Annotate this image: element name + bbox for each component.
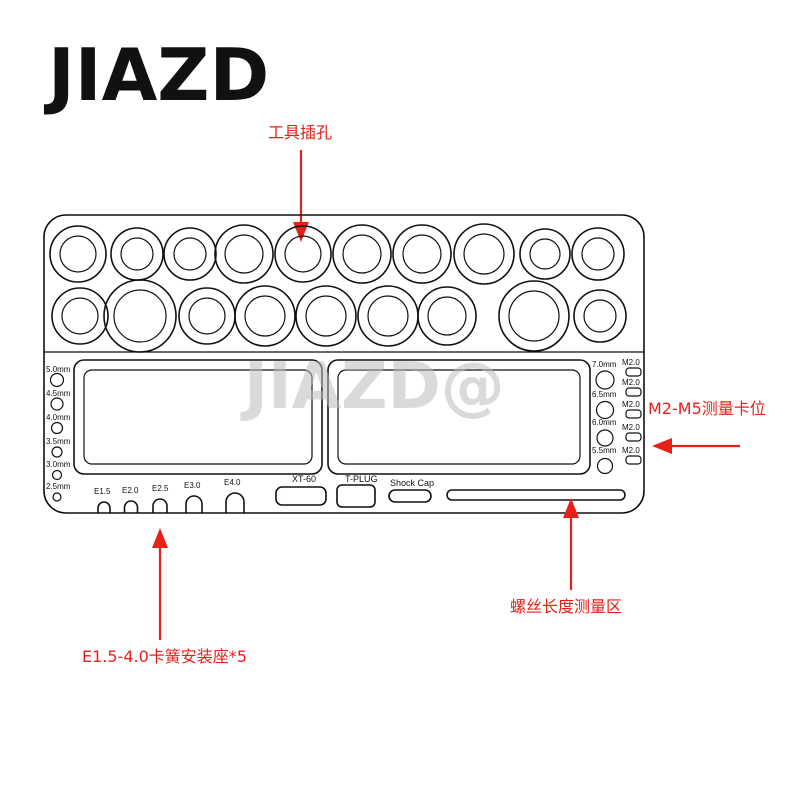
connector-shock-cap: Shock Cap	[388, 478, 434, 503]
right-gauge-hole	[596, 429, 614, 447]
tool-hole-top-3	[163, 227, 217, 281]
arrow-screw-length	[563, 498, 579, 590]
connector-shock-cap-label: Shock Cap	[390, 478, 434, 488]
tool-hole-bottom-4	[234, 285, 296, 347]
tool-hole-top-10	[571, 227, 625, 281]
connector-tplug: T-PLUG	[336, 474, 378, 508]
tool-holes-bottom-row	[51, 279, 627, 353]
m-gauge-slot	[625, 409, 642, 419]
tool-hole-bottom-9	[573, 289, 627, 343]
annotation-screw-length: 螺丝长度测量区	[510, 597, 622, 616]
m-gauge-slot	[625, 387, 642, 397]
clip-seat-E3.0: E3.0	[184, 481, 203, 513]
m-gauge-label: M2.0	[622, 378, 640, 387]
left-gauge-hole	[49, 372, 65, 388]
tool-hole-bottom-5	[295, 285, 357, 347]
clip-seat-label: E2.0	[122, 486, 139, 495]
m-gauge-slot	[625, 455, 642, 465]
arrow-gauge-slots	[652, 438, 740, 454]
window-left	[73, 359, 323, 475]
clip-seats: E1.5 E2.0 E2.5 E3.0 E4.0	[94, 478, 245, 513]
connector-tplug-label: T-PLUG	[345, 474, 378, 484]
m-thread-gauge-slots: M2.0M2.0M2.0M2.0M2.0	[622, 358, 642, 465]
tool-hole-top-1	[49, 225, 107, 283]
connector-xt60-label: XT-60	[292, 474, 316, 484]
clip-seat-label: E2.5	[152, 484, 169, 493]
m-gauge-label: M2.0	[622, 423, 640, 432]
tool-hole-top-9	[519, 228, 571, 280]
brand-title: JIAZD	[43, 33, 269, 117]
left-gauge-label: 5.0mm	[46, 365, 71, 374]
left-gauge-label: 3.0mm	[46, 460, 71, 469]
watermark: JIAZD@	[240, 350, 505, 424]
tool-holes-top-row	[49, 223, 625, 285]
clip-seat-E2.0: E2.0	[122, 486, 139, 513]
right-gauge-label: 7.0mm	[592, 360, 617, 369]
left-gauge-label: 3.5mm	[46, 437, 71, 446]
left-gauge-label: 2.5mm	[46, 482, 71, 491]
left-gauge-hole	[51, 446, 63, 458]
tool-hole-bottom-6	[357, 285, 419, 347]
tool-hole-top-8	[453, 223, 515, 285]
tool-hole-top-5	[274, 225, 332, 283]
clip-seat-label: E3.0	[184, 481, 201, 490]
left-gauge-hole	[50, 421, 64, 435]
tool-hole-bottom-3	[178, 287, 236, 345]
arrow-tool-holes	[293, 150, 309, 242]
m-gauge-label: M2.0	[622, 358, 640, 367]
left-gauge-hole	[50, 397, 64, 411]
tool-hole-bottom-2	[103, 279, 177, 353]
left-gauge-hole	[51, 469, 63, 481]
annotation-tool-holes: 工具插孔	[268, 123, 332, 142]
tool-hole-bottom-8	[498, 280, 570, 352]
tool-hole-bottom-1	[51, 287, 109, 345]
tool-hole-top-6	[332, 224, 392, 284]
m-gauge-label: M2.0	[622, 400, 640, 409]
clip-seat-E1.5: E1.5	[94, 487, 111, 513]
right-gauge-label: 6.0mm	[592, 418, 617, 427]
m-gauge-slot	[625, 367, 642, 377]
left-gauge-hole	[52, 492, 62, 502]
left-gauge-label: 4.0mm	[46, 413, 71, 422]
right-gauge-hole	[595, 400, 615, 420]
right-gauge-hole	[596, 457, 614, 475]
clip-seat-E2.5: E2.5	[152, 484, 169, 513]
arrow-clip-seats	[152, 528, 168, 640]
clip-seat-label: E4.0	[224, 478, 241, 487]
m-gauge-slot	[625, 432, 642, 442]
screw-length-slot	[446, 489, 626, 501]
right-gauge-label: 6.5mm	[592, 390, 617, 399]
window-right	[327, 359, 591, 475]
tool-hole-top-4	[214, 224, 274, 284]
annotation-clip-seats: E1.5-4.0卡簧安装座*5	[82, 647, 247, 666]
connector-xt60: XT-60	[275, 474, 327, 506]
right-gauge-label: 5.5mm	[592, 446, 617, 455]
left-hole-gauge: 5.0mm 4.5mm 4.0mm 3.5mm 3.0mm 2.5mm	[46, 365, 71, 502]
right-gauge-hole	[595, 370, 615, 390]
clip-seat-E4.0: E4.0	[224, 478, 245, 513]
left-gauge-label: 4.5mm	[46, 389, 71, 398]
m-gauge-label: M2.0	[622, 446, 640, 455]
tool-hole-top-7	[392, 224, 452, 284]
annotation-gauge-slots: M2-M5测量卡位	[648, 399, 766, 418]
tool-hole-top-2	[110, 227, 164, 281]
tool-hole-bottom-7	[417, 286, 477, 346]
right-hole-gauge: 7.0mm 6.5mm 6.0mm 5.5mm	[592, 360, 617, 475]
clip-seat-label: E1.5	[94, 487, 111, 496]
